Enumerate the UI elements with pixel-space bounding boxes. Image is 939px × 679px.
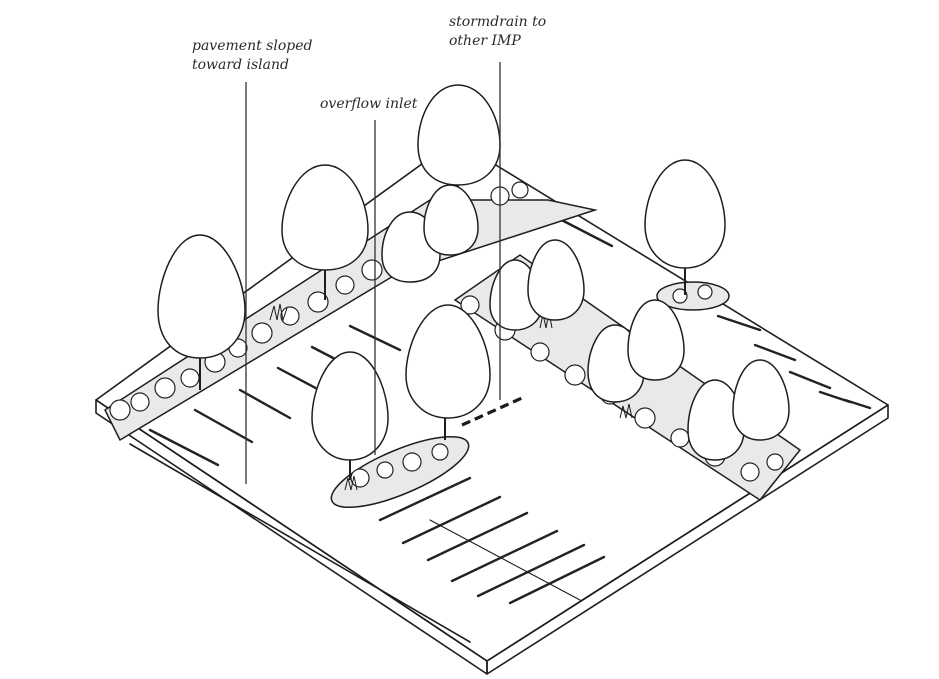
curb-line-front	[129, 443, 471, 643]
label-stormdrain-line2: other IMP	[449, 33, 521, 49]
stall-stripes-lower	[378, 476, 606, 605]
label-pavement-line1: pavement sloped	[192, 38, 313, 54]
label-stormdrain: stormdrain to other IMP	[449, 13, 546, 51]
storm-drain-pipe	[461, 396, 523, 427]
leader-lines	[245, 62, 501, 484]
label-overflow-text: overflow inlet	[320, 96, 418, 112]
label-pavement-line2: toward island	[192, 57, 289, 73]
label-pavement-sloped: pavement sloped toward island	[192, 37, 312, 75]
label-overflow-inlet: overflow inlet	[320, 95, 417, 114]
trees	[157, 84, 790, 480]
label-stormdrain-line1: stormdrain to	[449, 14, 547, 30]
